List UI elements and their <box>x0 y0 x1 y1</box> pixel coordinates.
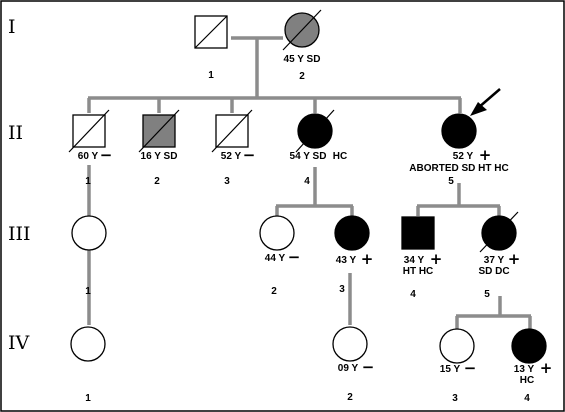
member-number: 3 <box>452 393 458 404</box>
member-info: 44 Y <box>265 253 286 264</box>
male-symbol <box>401 216 435 250</box>
female-symbol <box>511 328 547 364</box>
member-number: 2 <box>271 286 277 297</box>
member-I2: 45 Y SD 2 <box>282 9 322 82</box>
member-III3: 43 Y + 3 <box>334 215 374 295</box>
member-info: 37 Y <box>484 255 505 266</box>
member-number: 3 <box>339 284 345 295</box>
member-number: 1 <box>208 70 214 81</box>
member-IV1: 1 <box>70 326 106 404</box>
member-II3: 52 Y − 3 <box>211 109 256 187</box>
member-info-2: ABORTED SD HT HC <box>409 163 508 174</box>
member-IV4: 13 Y + HC 4 <box>511 328 553 404</box>
member-info: 34 Y <box>404 255 425 266</box>
member-IV2: 09 Y − 2 <box>332 326 375 403</box>
member-number: 2 <box>347 392 353 403</box>
deceased-mark <box>479 211 519 253</box>
pedigree-lines <box>87 36 532 330</box>
member-info: 13 Y <box>514 364 535 375</box>
test-result-sign: + <box>430 250 443 268</box>
female-symbol <box>70 326 106 362</box>
member-number: 4 <box>524 393 530 404</box>
member-number: 1 <box>85 393 91 404</box>
member-info: 52 Y <box>221 151 242 162</box>
member-info: 09 Y <box>338 363 359 374</box>
member-number: 5 <box>448 176 454 187</box>
member-number: 4 <box>410 289 416 300</box>
member-info: 43 Y <box>336 255 357 266</box>
female-symbol <box>439 328 475 364</box>
member-number: 2 <box>299 71 305 82</box>
deceased-mark <box>295 109 335 153</box>
member-III4: 34 Y + HT HC 4 <box>401 216 443 300</box>
member-info-2: SD DC <box>478 266 509 277</box>
member-info-2: HT HC <box>403 266 434 277</box>
generation-label-3: III <box>8 223 31 245</box>
deceased-mark <box>282 9 322 51</box>
member-II5: 52 Y + ABORTED SD HT HC 5 <box>409 88 509 187</box>
test-result-sign: − <box>464 359 477 377</box>
member-I1: 1 <box>194 15 228 81</box>
female-symbol <box>334 215 370 251</box>
deceased-mark <box>194 15 228 49</box>
test-result-sign: − <box>100 146 113 164</box>
member-number: 5 <box>484 289 490 300</box>
test-result-sign: − <box>243 146 256 164</box>
generation-label-1: I <box>8 16 16 38</box>
member-info: 60 Y <box>78 151 99 162</box>
proband-arrow <box>470 88 501 116</box>
test-result-sign: − <box>362 358 375 376</box>
member-info-side: HC <box>333 151 347 162</box>
test-result-sign: + <box>361 250 374 268</box>
member-IV3: 15 Y − 3 <box>439 328 477 404</box>
member-II2: 16 Y SD 2 <box>138 109 180 187</box>
test-result-sign: + <box>540 359 553 377</box>
member-info: 54 Y SD <box>290 151 327 162</box>
member-III2: 44 Y − 2 <box>259 215 301 297</box>
female-symbol <box>332 326 368 362</box>
deceased-mark <box>138 109 180 153</box>
member-info: 45 Y SD <box>284 54 321 65</box>
member-II1: 60 Y − 1 <box>68 109 113 187</box>
test-result-sign: − <box>288 248 301 266</box>
member-III5: 37 Y + SD DC 5 <box>478 211 521 300</box>
deceased-mark <box>68 109 110 153</box>
generation-label-4: IV <box>8 332 30 354</box>
member-number: 4 <box>304 176 310 187</box>
member-III1: 1 <box>71 215 107 297</box>
member-info: 16 Y SD <box>141 151 178 162</box>
generation-label-2: II <box>8 122 23 144</box>
member-II4: 54 Y SD HC 4 <box>290 109 347 187</box>
member-info: 15 Y <box>440 364 461 375</box>
test-result-sign: + <box>479 146 492 164</box>
female-symbol <box>71 215 107 251</box>
member-number: 1 <box>85 286 91 297</box>
deceased-mark <box>211 109 253 153</box>
member-number: 2 <box>154 176 160 187</box>
member-info: 52 Y <box>453 151 474 162</box>
member-info-2: HC <box>520 375 534 386</box>
member-number: 1 <box>85 176 91 187</box>
female-symbol <box>441 113 477 149</box>
member-number: 3 <box>224 176 230 187</box>
female-symbol <box>259 215 295 251</box>
test-result-sign: + <box>508 250 521 268</box>
